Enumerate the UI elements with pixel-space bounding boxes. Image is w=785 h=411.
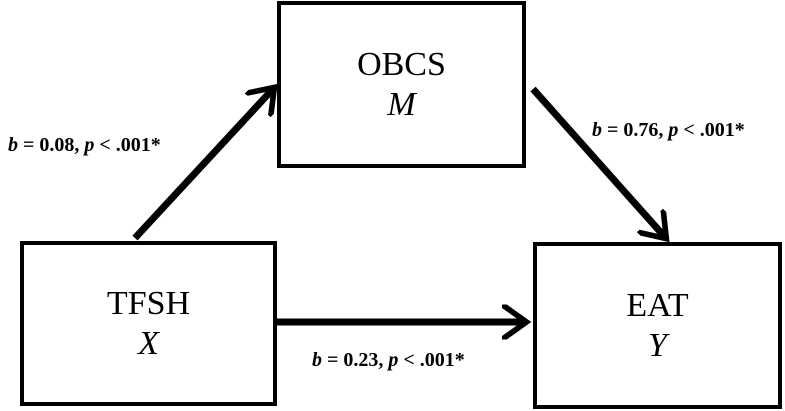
arrow-x-to-m bbox=[132, 90, 272, 241]
path-b-p-symbol: p bbox=[668, 119, 679, 141]
path-c-b-value: = 0.23, bbox=[322, 349, 389, 371]
path-a-label: b = 0.08, p < .001* bbox=[8, 134, 161, 157]
arrow-m-to-y bbox=[530, 86, 664, 236]
path-a-p-value: < .001* bbox=[94, 134, 161, 156]
path-c-label: b = 0.23, p < .001* bbox=[312, 349, 465, 372]
mediator-variable: M bbox=[387, 85, 416, 123]
mediator-box: OBCS M bbox=[277, 1, 526, 168]
path-b-b-symbol: b bbox=[592, 119, 602, 141]
path-a-p-symbol: p bbox=[84, 134, 95, 156]
path-c-p-value: < .001* bbox=[398, 349, 465, 371]
mediator-name: OBCS bbox=[357, 46, 446, 84]
path-a-b-value: = 0.08, bbox=[18, 134, 85, 156]
path-b-b-value: = 0.76, bbox=[602, 119, 669, 141]
path-c-b-symbol: b bbox=[312, 349, 322, 371]
outcome-variable: Y bbox=[648, 326, 667, 364]
outcome-box: EAT Y bbox=[533, 242, 782, 409]
outcome-name: EAT bbox=[626, 287, 689, 325]
path-c-p-symbol: p bbox=[388, 349, 399, 371]
path-b-label: b = 0.76, p < .001* bbox=[592, 119, 745, 142]
predictor-box: TFSH X bbox=[20, 241, 277, 406]
path-a-b-symbol: b bbox=[8, 134, 18, 156]
path-b-p-value: < .001* bbox=[678, 119, 745, 141]
predictor-name: TFSH bbox=[106, 285, 191, 323]
predictor-variable: X bbox=[138, 324, 159, 362]
